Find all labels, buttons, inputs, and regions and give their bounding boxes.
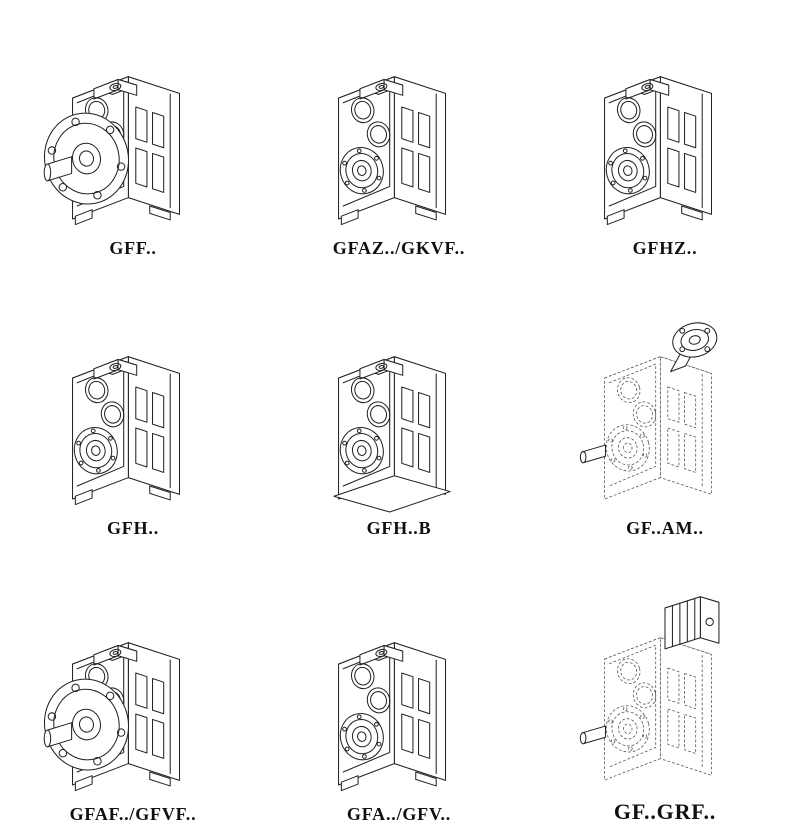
- gearbox-drawing-hollow-shaft-icon: [604, 76, 713, 226]
- gearbox-label: GF..AM..: [626, 518, 704, 538]
- gearbox-figure-gfh: GFH..: [40, 296, 226, 544]
- gearbox-drawing-hollow-shaft-icon: [338, 642, 447, 792]
- gearbox-drawing-flange-shaft-icon: [43, 642, 181, 792]
- gearbox-drawing-hollow-shaft-icon: [338, 76, 447, 226]
- gearbox-drawing-base-mount-icon: [333, 356, 451, 513]
- gearbox-label: GFH..: [107, 518, 159, 538]
- gearbox-drawing-input-flange-block-icon: [579, 596, 720, 781]
- gearbox-figure-gfhz: GFHZ..: [572, 16, 758, 264]
- gearbox-drawing-motor-adapter-flange-icon: [579, 322, 718, 500]
- gearbox-label: GFAZ../GKVF..: [332, 238, 466, 258]
- gearbox-figure-gff: GFF..: [40, 16, 226, 264]
- gearbox-figure-gfaf-gfvf: GFAF../GFVF..: [40, 576, 226, 830]
- gearbox-label: GFA../GFV..: [346, 804, 452, 824]
- gearbox-label: GFF..: [109, 238, 157, 258]
- gearbox-label: GF..GRF..: [613, 799, 717, 824]
- gearbox-figure-gfh-b: GFH..B: [306, 296, 492, 544]
- gearbox-drawing-flange-shaft-icon: [43, 76, 181, 226]
- gearbox-figure-gfaz-gkvf: GFAZ../GKVF..: [306, 16, 492, 264]
- catalog-sheet: GFF.. GFAZ../GKVF.. GFHZ.. GFHF.. GFH.. …: [40, 16, 758, 824]
- gearbox-figure-gf-am: GF..AM..: [572, 296, 758, 544]
- gearbox-label: GFAF../GFVF..: [69, 804, 197, 824]
- gearbox-figure-gf-grf: GF..GRF..: [572, 576, 758, 830]
- gearbox-drawing-hollow-shaft-icon: [72, 356, 181, 506]
- gearbox-figure-gfa-gfv: GFA../GFV..: [306, 576, 492, 830]
- gearbox-label: GFHZ..: [632, 238, 698, 258]
- gearbox-label: GFH..B: [366, 518, 432, 538]
